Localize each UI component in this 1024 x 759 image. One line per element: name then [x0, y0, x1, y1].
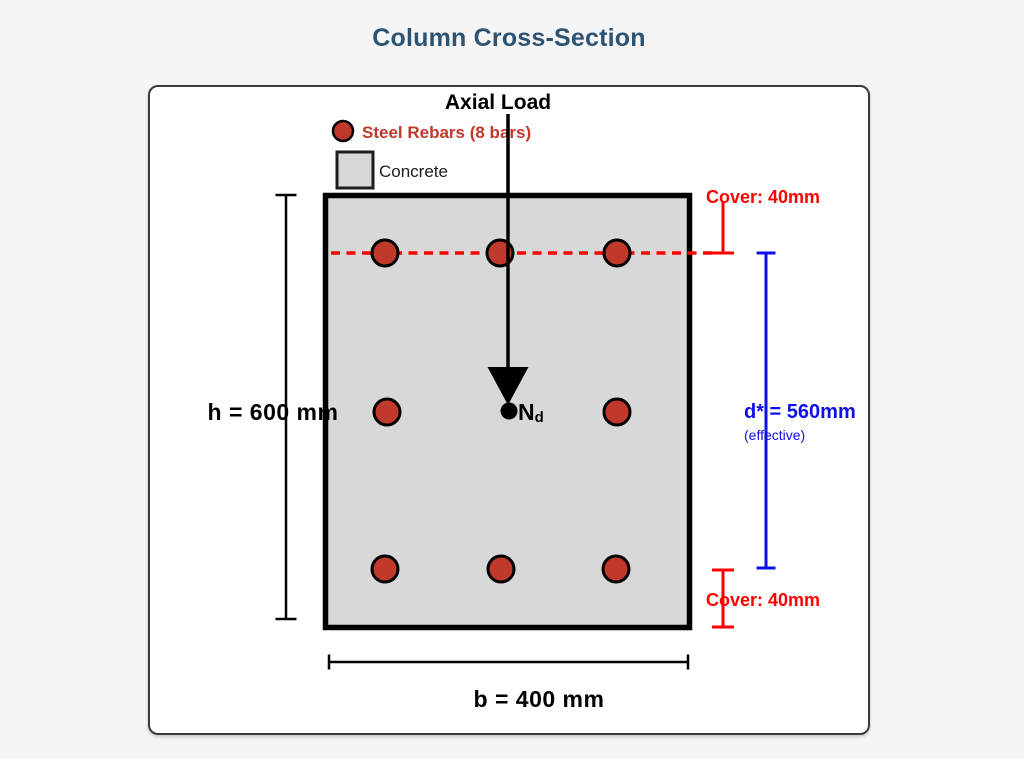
rebar [602, 397, 632, 427]
legend-rebar-label: Steel Rebars (8 bars) [362, 123, 531, 142]
rebar [601, 554, 631, 584]
rebar [372, 397, 402, 427]
b-dimension: b = 400 mm [327, 654, 690, 712]
b-dimension-label: b = 400 mm [474, 686, 605, 712]
load-symbol-subscript: d [535, 409, 544, 426]
cover-bottom-label: Cover: 40mm [706, 590, 820, 610]
load-symbol-n: N [518, 399, 535, 425]
rebar [370, 238, 400, 268]
concrete-swatch-icon [335, 150, 375, 190]
h-dimension: h = 600 mm [208, 193, 339, 621]
axial-load-arrow [487, 114, 529, 420]
h-dimension-label: h = 600 mm [208, 399, 339, 425]
page-title: Column Cross-Section [372, 24, 646, 52]
load-point [500, 402, 518, 420]
load-arrowhead-icon [487, 367, 529, 405]
rebars-group [370, 238, 632, 584]
legend: Steel Rebars (8 bars) Concrete [331, 119, 531, 190]
rebar-swatch-icon [331, 119, 355, 143]
cover-top-dimension: Cover: 40mm [706, 187, 820, 255]
effective-depth-dimension: d* = 560mm (effective) [744, 251, 856, 570]
rebar [602, 238, 632, 268]
load-symbol: Nd [518, 399, 544, 426]
cover-bottom-dimension: Cover: 40mm [706, 568, 820, 629]
rebar [370, 554, 400, 584]
effective-depth-note: (effective) [744, 427, 805, 443]
axial-load-label: Axial Load [445, 91, 551, 114]
legend-concrete-label: Concrete [379, 162, 448, 181]
effective-depth-label: d* = 560mm [744, 401, 856, 423]
cover-top-label: Cover: 40mm [706, 187, 820, 207]
rebar [486, 554, 516, 584]
